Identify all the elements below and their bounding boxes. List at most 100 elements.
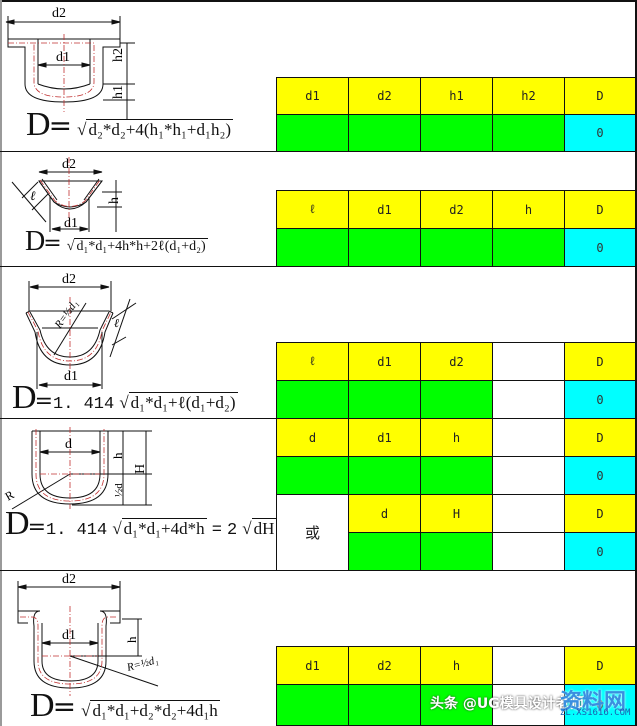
svg-text:h: h [107,197,122,204]
or-label: 或 [276,494,349,571]
header-cell: D [564,494,636,533]
result-cell-D[interactable]: 0 [564,114,636,152]
empty-cell [492,456,565,495]
header-cell: d2 [348,77,421,115]
svg-text:d1: d1 [62,628,76,643]
svg-text:d1: d1 [64,369,78,384]
header-cell: d1 [276,77,349,115]
header-cell: d [276,418,349,457]
formula: D= √d₁*d₁+d₂*d₂+4d₁h [30,687,220,724]
input-cell-l[interactable] [276,228,349,267]
svg-text:d1: d1 [56,50,70,65]
svg-text:ℓ: ℓ [114,316,119,330]
cylindrical-cup-diagram-icon: d h ½d H R [3,427,152,510]
input-cell-h1[interactable] [420,114,493,152]
header-cell: d1 [276,646,349,685]
sqrt-icon: √ [119,393,129,412]
header-cell: d1 [348,418,421,457]
sqrt-icon: √ [77,120,87,139]
flanged-cup-hemispherical-diagram-icon: d2 d1 h R=½d₁ [17,572,160,696]
result-cell-D[interactable]: 0 [564,456,636,495]
svg-text:h: h [124,636,139,643]
result-cell-D[interactable]: 0 [564,228,636,267]
input-cell-d[interactable] [276,456,349,495]
input-cell-d[interactable] [348,532,421,571]
input-cell-d2[interactable] [420,380,493,419]
header-cell: h1 [420,77,493,115]
header-cell: d2 [420,342,493,381]
svg-text:R=½d₁: R=½d₁ [52,298,81,332]
header-cell: h [492,190,565,229]
input-cell-H[interactable] [420,532,493,571]
svg-text:H: H [133,464,148,474]
formula: D=1. 414 √d₁*d₁+4d*h = 2 √dH [5,505,277,542]
section-conical-dish: d2 d1 ℓ h D= √d₁*d₁+4h*h+2ℓ(d₁+d₂) [2,152,276,266]
header-cell: d1 [348,190,421,229]
formula: D=1. 414 √d₁*d₁+ℓ(d₁+d₂) [12,379,238,416]
sqrt-icon: √ [66,239,75,254]
formula: D= √d₂*d₂+4(h₁*h₁+d₁h₂) [26,106,234,143]
empty-cell [492,494,565,533]
svg-text:h: h [110,452,125,459]
svg-text:d2: d2 [62,157,76,172]
watermark-text: 头条 @UG模具设计老师 [430,696,584,712]
empty-cell [492,532,565,571]
section-flanged-cup-hemispherical: d2 d1 h R=½d₁ D= √d₁*d₁+d₂*d₂+4d₁h [2,571,276,726]
result-cell-D[interactable]: 0 [564,684,636,726]
header-cell: ℓ [276,190,349,229]
input-cell-d1[interactable] [348,380,421,419]
sqrt-icon: √ [112,519,122,538]
input-cell-d2[interactable] [348,684,421,726]
result-cell-D[interactable]: 0 [564,532,636,571]
sqrt-icon: √ [242,519,252,538]
empty-cell [492,342,565,381]
svg-text:d2: d2 [62,272,76,287]
input-cell-d1[interactable] [348,228,421,267]
hemispherical-flare-diagram-icon: d2 d1 R=½d₁ ℓ [25,272,137,389]
input-cell-d2[interactable] [420,228,493,267]
header-cell: D [564,646,636,685]
section-cylindrical-cup: d h ½d H R D=1. 414 √d₁*d₁+4d*h = 2 √dH [2,419,277,570]
svg-text:ℓ: ℓ [30,188,36,203]
result-cell-D[interactable]: 0 [564,380,636,419]
svg-text:d2: d2 [62,572,76,587]
header-cell: D [564,190,636,229]
header-cell: d2 [348,646,421,685]
formula: D= √d₁*d₁+4h*h+2ℓ(d₁+d₂) [25,226,208,257]
svg-text:d2: d2 [52,6,66,21]
header-cell: H [420,494,493,533]
input-cell-h[interactable] [492,228,565,267]
svg-text:d: d [65,437,72,452]
svg-text:R=½d₁: R=½d₁ [125,654,160,674]
empty-cell [492,380,565,419]
header-cell: d1 [348,342,421,381]
header-cell: d [348,494,421,533]
input-cell-l[interactable] [276,380,349,419]
border-right [635,0,637,726]
input-cell-d2[interactable] [348,114,421,152]
input-cell-h[interactable] [420,456,493,495]
header-cell: h [420,646,493,685]
empty-cell [492,646,565,685]
header-cell: h [420,418,493,457]
svg-text:h2: h2 [111,48,126,62]
section-hemispherical-flare: d2 d1 R=½d₁ ℓ D=1. 414 √d₁*d₁+ℓ(d₁+d₂) [2,267,276,418]
svg-text:h1: h1 [111,85,126,99]
watermark-logo: 资料网 [560,690,627,715]
svg-text:d1: d1 [64,216,78,231]
border-top [0,0,637,2]
input-cell-d1[interactable] [276,684,349,726]
input-cell-d1[interactable] [276,114,349,152]
header-cell: h2 [492,77,565,115]
section-flanged-cup-elliptical: d2 d1 h2 h1 D= √d₂*d₂+4(h₁*h₁+d₁h₂) [2,2,276,151]
empty-cell [492,418,565,457]
svg-text:R: R [3,487,17,503]
input-cell-h2[interactable] [492,114,565,152]
flanged-cup-elliptical-diagram-icon: d2 d1 h2 h1 [5,6,135,120]
conical-dish-diagram-icon: d2 d1 ℓ h [11,157,122,232]
input-cell-d1[interactable] [348,456,421,495]
header-cell: D [564,342,636,381]
watermark-url: ZL.XS1616.COM [560,708,631,718]
svg-text:½d: ½d [113,483,125,497]
